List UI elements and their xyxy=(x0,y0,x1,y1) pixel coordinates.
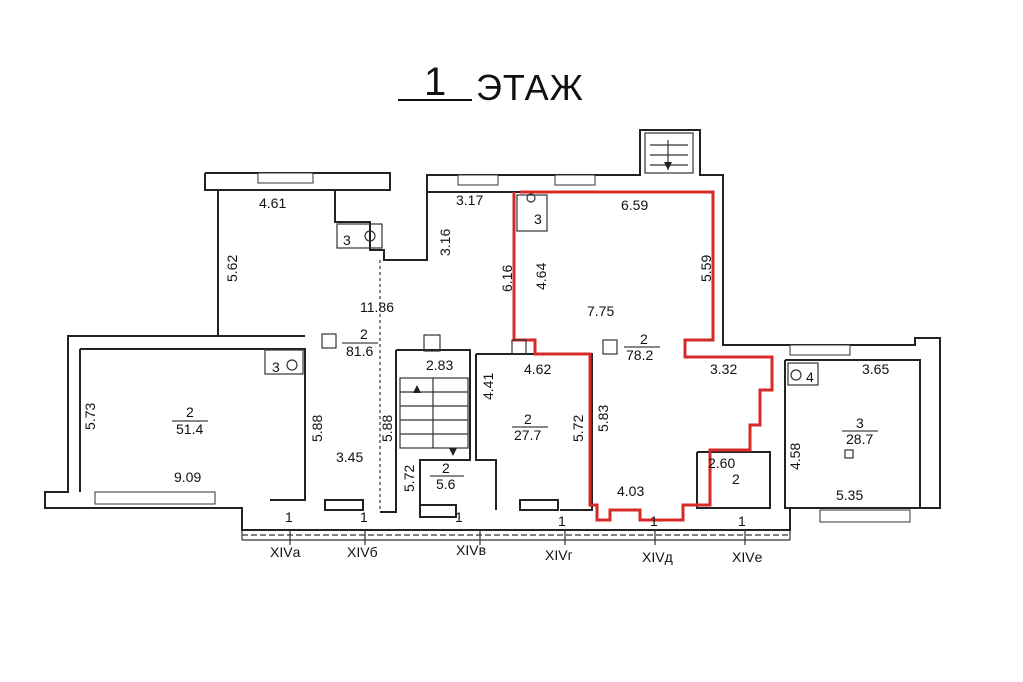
dimension: 2.60 xyxy=(708,455,735,471)
column-marker xyxy=(602,339,618,355)
dimension: 6.16 xyxy=(499,265,515,292)
wc-label: 3 xyxy=(534,211,542,227)
room-number: 2 xyxy=(442,460,450,476)
title-number: 1 xyxy=(424,60,446,104)
dimension: 4.41 xyxy=(480,373,496,400)
room-area: 51.4 xyxy=(176,421,203,437)
dimension: 5.88 xyxy=(309,415,325,442)
room-area: 81.6 xyxy=(346,343,373,359)
inner-stair xyxy=(399,377,469,456)
section-label: XIVв xyxy=(456,542,486,558)
corridor-number: 1 xyxy=(285,509,293,525)
dimension: 6.59 xyxy=(621,197,648,213)
column-marker xyxy=(321,333,337,349)
dimension: 3.17 xyxy=(456,192,483,208)
dimension: 5.35 xyxy=(836,487,863,503)
section-labels: XIVа XIVб XIVв XIVг XIVд XIVе xyxy=(270,542,763,565)
room-number: 2 xyxy=(640,331,648,347)
room-labels: 2 81.6 2 78.2 2 51.4 2 27.7 3 28.7 2 5.6… xyxy=(172,326,878,492)
dimension: 4.62 xyxy=(524,361,551,377)
dimension: 7.75 xyxy=(587,303,614,319)
wc-fixtures xyxy=(264,193,819,386)
dimension: 5.83 xyxy=(595,405,611,432)
corridor-numbers: 1 1 1 1 1 1 xyxy=(285,509,746,529)
windows xyxy=(94,172,911,523)
facade-corridor xyxy=(241,530,791,545)
dimension-labels: 4.61 5.62 11.86 3.17 3.16 6.16 6.59 4.64… xyxy=(82,192,889,503)
outer-walls xyxy=(44,129,941,531)
corridor-number: 1 xyxy=(650,513,658,529)
column-marker xyxy=(423,334,441,352)
section-label: XIVа xyxy=(270,544,301,560)
dimension: 5.73 xyxy=(82,403,98,430)
dimension: 5.72 xyxy=(401,465,417,492)
dimension: 5.88 xyxy=(379,415,395,442)
dimension: 4.58 xyxy=(787,443,803,470)
dimension: 2.83 xyxy=(426,357,453,373)
room-number: 2 xyxy=(524,411,532,427)
dimension: 3.32 xyxy=(710,361,737,377)
dimension: 5.72 xyxy=(570,415,586,442)
column-marker xyxy=(844,449,854,459)
dimension: 11.86 xyxy=(360,299,394,315)
room-area: 78.2 xyxy=(626,347,653,363)
corridor-number: 1 xyxy=(455,509,463,525)
room-area: 5.6 xyxy=(436,476,456,492)
column-marker xyxy=(511,339,527,355)
dimension: 4.03 xyxy=(617,483,644,499)
dimension: 3.45 xyxy=(336,449,363,465)
room-number: 3 xyxy=(856,415,864,431)
dimension: 4.61 xyxy=(259,195,286,211)
dimension: 5.62 xyxy=(224,255,240,282)
room-area: 27.7 xyxy=(514,427,541,443)
dimension: 9.09 xyxy=(174,469,201,485)
corridor-number: 1 xyxy=(558,513,566,529)
wc-label: 3 xyxy=(272,359,280,375)
room-number: 2 xyxy=(186,404,194,420)
wc-label: 3 xyxy=(343,232,351,248)
corridor-number: 1 xyxy=(360,509,368,525)
room-area: 28.7 xyxy=(846,431,873,447)
dimension: 4.64 xyxy=(533,263,549,290)
room-number: 2 xyxy=(732,471,740,487)
dimension: 5.59 xyxy=(698,255,714,282)
section-label: XIVд xyxy=(642,549,673,565)
title-word: ЭТАЖ xyxy=(476,67,584,108)
wc-label: 4 xyxy=(806,369,814,385)
highlighted-unit-outline xyxy=(512,190,774,522)
section-label: XIVг xyxy=(545,547,573,563)
corridor-number: 1 xyxy=(738,513,746,529)
top-stair xyxy=(644,132,694,174)
room-number: 2 xyxy=(360,326,368,342)
section-label: XIVе xyxy=(732,549,763,565)
dimension: 3.65 xyxy=(862,361,889,377)
section-label: XIVб xyxy=(347,544,378,560)
dimension: 3.16 xyxy=(437,229,453,256)
